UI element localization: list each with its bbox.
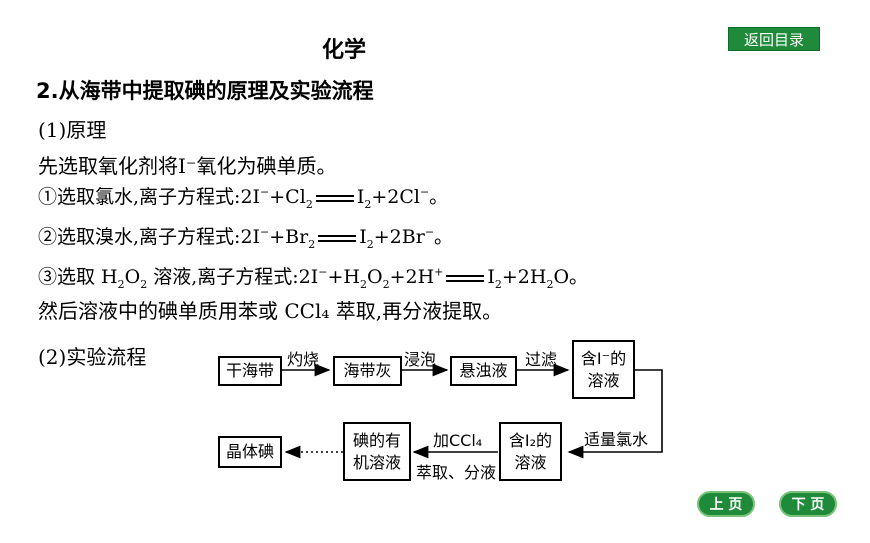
principle-intro: 先选取氧化剂将I⁻氧化为碘单质。 <box>38 154 337 178</box>
label-burning: 灼烧 <box>287 350 320 369</box>
subject-title: 化学 <box>322 38 367 63</box>
label-add-ccl4: 加CCl₄ <box>433 431 483 450</box>
extraction-sentence: 然后溶液中的碘单质用苯或 CCl₄ 萃取,再分液提取。 <box>38 299 503 323</box>
arrow-4-5 <box>567 369 663 459</box>
flow-box-suspension: 悬浊液 <box>450 356 517 386</box>
flow-box-crystal-iodine: 晶体碘 <box>218 436 282 468</box>
section-title: 2.从海带中提取碘的原理及实验流程 <box>36 79 374 103</box>
hydrogen-peroxide-equation: ③选取 H2O2 溶液,离子方程式:2I−+H2O2+2H+I2+2H2O。 <box>38 265 589 291</box>
flow-box-organic-solution: 碘的有机溶液 <box>343 422 411 481</box>
principle-heading: (1)原理 <box>38 118 107 142</box>
label-soaking: 浸泡 <box>404 350 437 369</box>
flow-box-dried-kelp: 干海带 <box>218 356 282 386</box>
flow-box-kelp-ash: 海带灰 <box>333 356 402 386</box>
label-chlorine-water: 适量氯水 <box>584 430 649 449</box>
previous-page-button[interactable]: 上 页 <box>697 491 755 517</box>
flow-box-iodide-solution: 含I⁻的溶液 <box>572 340 635 399</box>
label-extract-separate: 萃取、分液 <box>416 463 497 482</box>
label-filtering: 过滤 <box>525 350 558 369</box>
flow-box-iodine-solution: 含I₂的溶液 <box>499 422 562 481</box>
next-page-button[interactable]: 下 页 <box>779 491 837 517</box>
procedure-heading: (2)实验流程 <box>38 345 147 369</box>
back-to-contents-button[interactable]: 返回目录 <box>728 27 820 51</box>
